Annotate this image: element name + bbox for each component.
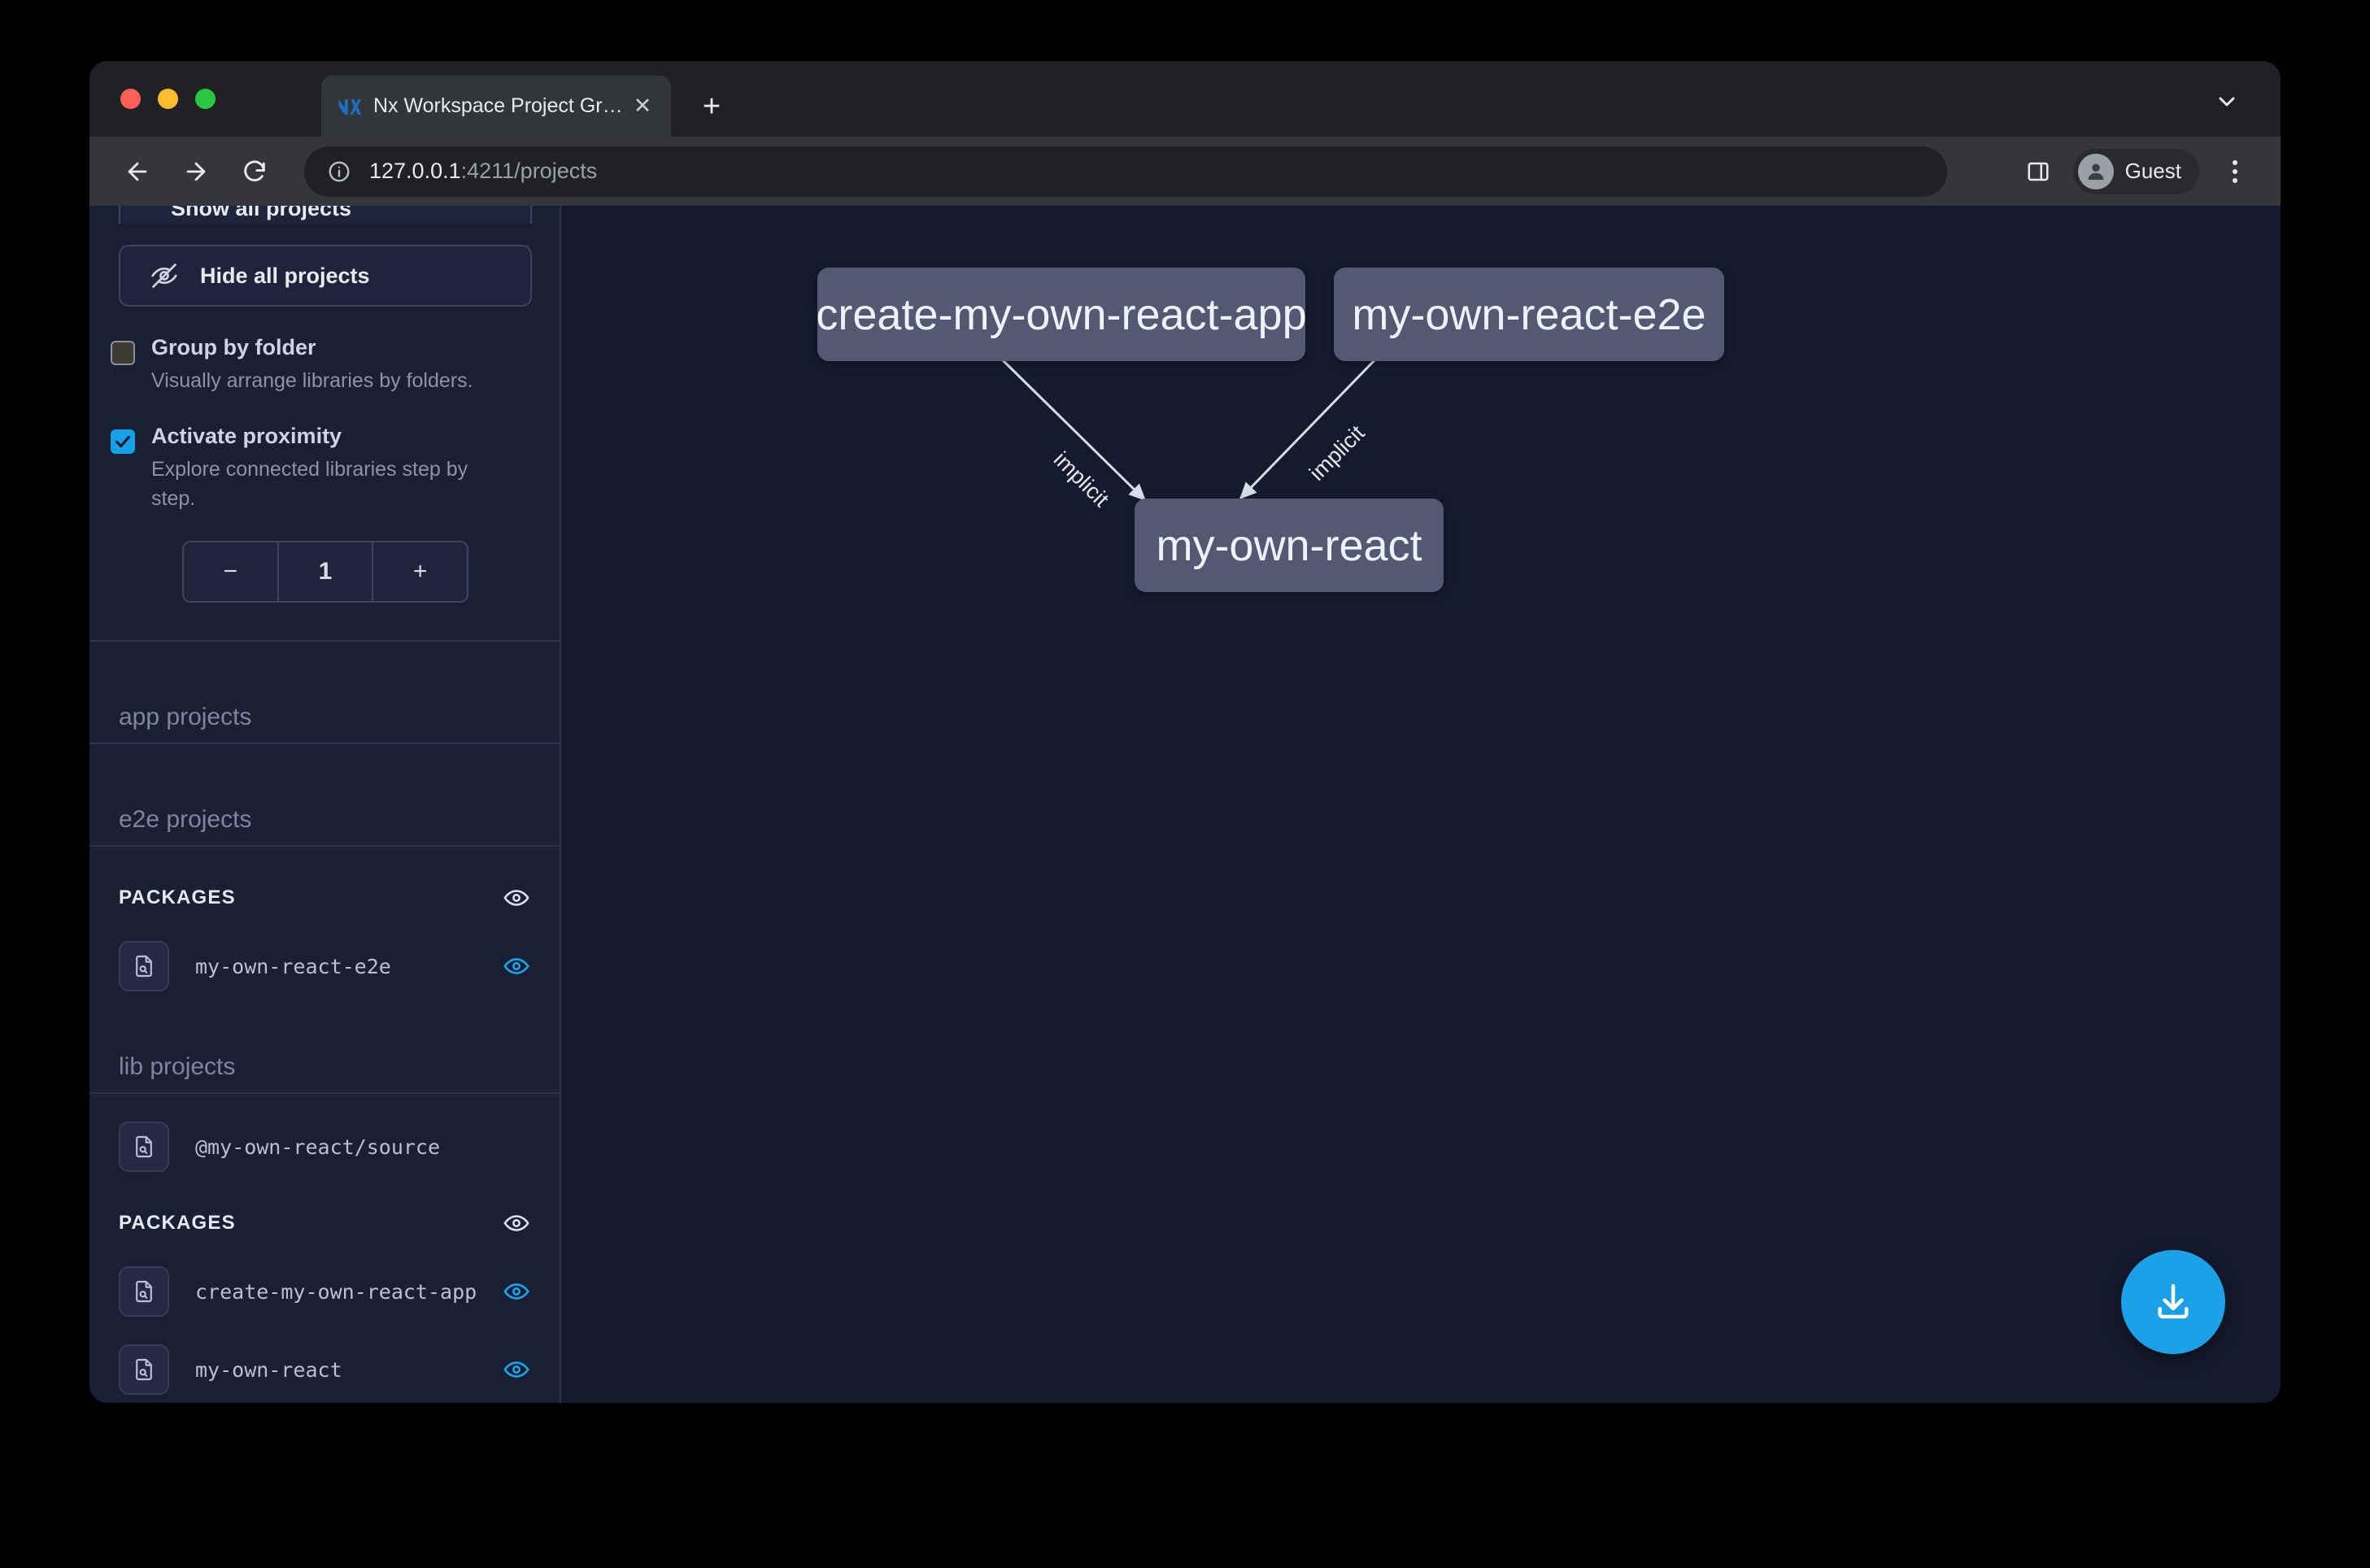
graph-node-my-own-react[interactable]: my-own-react (1135, 499, 1444, 592)
section-header-packages-lib: PACKAGES (89, 1172, 561, 1239)
packages-heading-label: PACKAGES (119, 886, 501, 909)
profile-name: Guest (2125, 159, 2181, 184)
group-by-folder-label: Group by folder (151, 334, 532, 362)
proximity-stepper: − 1 + (182, 541, 468, 603)
list-item[interactable]: @my-own-react/source (89, 1122, 561, 1172)
list-item[interactable]: my-own-react-e2e (89, 941, 561, 991)
forward-arrow-icon[interactable] (174, 150, 218, 194)
eye-icon[interactable] (501, 1354, 532, 1385)
project-graph-sidebar: Show all projects Hide all projects Grou… (89, 206, 561, 1403)
info-circle-icon[interactable] (325, 158, 353, 185)
browser-tab[interactable]: Nx Workspace Project Graph ✕ (321, 76, 671, 137)
activate-proximity-description: Explore connected libraries step by step… (151, 455, 517, 513)
toolbar-right-actions: Guest (2018, 149, 2255, 194)
eye-icon[interactable] (501, 1208, 532, 1239)
list-item-label: my-own-react-e2e (195, 955, 501, 978)
page-viewport: Show all projects Hide all projects Grou… (89, 206, 2281, 1403)
close-icon[interactable]: ✕ (629, 93, 656, 120)
activate-proximity-checkbox[interactable] (111, 429, 135, 454)
group-by-folder-checkbox[interactable] (111, 341, 135, 365)
download-graph-button[interactable] (2121, 1250, 2225, 1354)
download-icon (2150, 1279, 2196, 1325)
eye-icon[interactable] (501, 1276, 532, 1307)
graph-node-create-my-own-react-app[interactable]: create-my-own-react-app (817, 268, 1305, 361)
proximity-increment-button[interactable]: + (373, 542, 467, 601)
proximity-value: 1 (277, 542, 374, 601)
project-graph-canvas[interactable]: create-my-own-react-app my-own-react-e2e… (561, 206, 2281, 1403)
file-search-icon (119, 1266, 169, 1317)
hide-all-projects-button[interactable]: Hide all projects (119, 245, 532, 307)
section-header-packages-e2e: PACKAGES (89, 847, 561, 913)
window-traffic-lights (120, 89, 216, 109)
user-avatar-icon (2078, 154, 2114, 189)
eye-icon[interactable] (501, 882, 532, 913)
list-item[interactable]: create-my-own-react-app (89, 1266, 561, 1317)
close-window-button[interactable] (120, 89, 141, 109)
proximity-decrement-button[interactable]: − (184, 542, 277, 601)
back-arrow-icon[interactable] (115, 150, 159, 194)
activate-proximity-label: Activate proximity (151, 423, 532, 451)
group-heading-app-projects: app projects (89, 671, 561, 744)
list-item-label: create-my-own-react-app (195, 1280, 501, 1304)
file-search-icon (119, 1122, 169, 1172)
nx-logo-icon (336, 94, 362, 120)
url-path: :4211/projects (461, 159, 598, 183)
graph-node-my-own-react-e2e[interactable]: my-own-react-e2e (1334, 268, 1724, 361)
show-all-projects-label: Show all projects (171, 206, 351, 221)
list-item-label: my-own-react (195, 1358, 501, 1382)
graph-edges (561, 206, 2281, 1403)
maximize-window-button[interactable] (195, 89, 216, 109)
file-search-icon (119, 1344, 169, 1395)
minimize-window-button[interactable] (158, 89, 178, 109)
profile-chip[interactable]: Guest (2073, 149, 2199, 194)
group-heading-lib-projects: lib projects (89, 1021, 561, 1094)
list-item-label: @my-own-react/source (195, 1135, 532, 1159)
url-host: 127.0.0.1 (369, 159, 461, 183)
browser-toolbar: 127.0.0.1:4211/projects Guest (89, 137, 2281, 206)
group-by-folder-description: Visually arrange libraries by folders. (151, 367, 517, 396)
browser-tab-strip: Nx Workspace Project Graph ✕ + (89, 61, 2281, 137)
kebab-menu-icon[interactable] (2215, 152, 2255, 191)
group-heading-e2e-projects: e2e projects (89, 773, 561, 847)
browser-window: Nx Workspace Project Graph ✕ + 127.0.0.1… (89, 61, 2281, 1403)
file-search-icon (119, 941, 169, 991)
packages-heading-label: PACKAGES (119, 1212, 501, 1235)
address-bar-url: 127.0.0.1:4211/projects (369, 159, 597, 184)
reload-icon[interactable] (233, 150, 277, 194)
side-panel-icon[interactable] (2018, 151, 2059, 192)
show-all-projects-button[interactable]: Show all projects (119, 206, 532, 224)
eye-icon[interactable] (501, 951, 532, 982)
eye-off-icon (150, 261, 179, 290)
address-bar[interactable]: 127.0.0.1:4211/projects (304, 146, 1947, 197)
option-activate-proximity[interactable]: Activate proximity Explore connected lib… (89, 423, 561, 513)
hide-all-projects-label: Hide all projects (200, 264, 370, 289)
chevron-down-icon[interactable] (2211, 85, 2243, 118)
browser-tab-title: Nx Workspace Project Graph (373, 94, 629, 118)
list-item[interactable]: my-own-react (89, 1344, 561, 1395)
option-group-by-folder[interactable]: Group by folder Visually arrange librari… (89, 334, 561, 395)
new-tab-button[interactable]: + (695, 92, 728, 124)
sidebar-divider (89, 640, 561, 642)
